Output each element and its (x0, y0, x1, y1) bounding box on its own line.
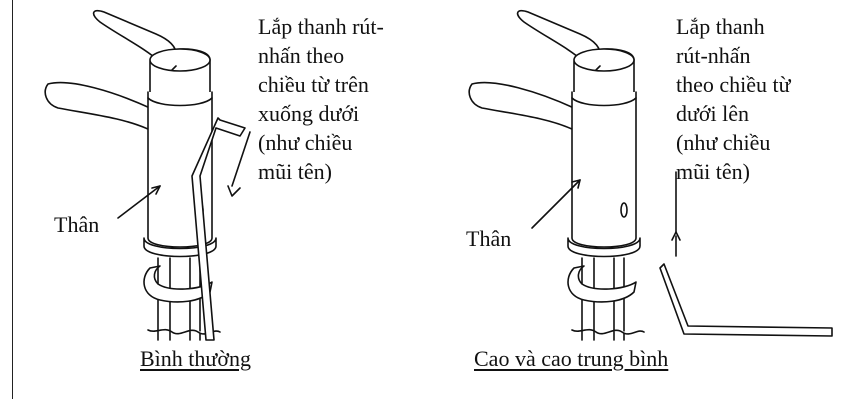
right-instruction-line: Lắp thanh (676, 14, 765, 39)
right-instruction-line: rút-nhấn (676, 43, 751, 68)
left-instruction: Lắp thanh rút- nhấn theo chiều từ trên x… (258, 12, 384, 186)
left-instruction-line: Lắp thanh rút- (258, 14, 384, 39)
right-instruction-line: mũi tên) (676, 159, 750, 184)
left-instruction-line: (như chiều (258, 130, 353, 155)
left-instruction-line: mũi tên) (258, 159, 332, 184)
left-caption: Bình thường (140, 346, 251, 371)
right-body-label: Thân (466, 226, 512, 251)
left-border-line (12, 0, 13, 399)
right-caption: Cao và cao trung bình (474, 346, 669, 371)
right-instruction-line: (như chiều (676, 130, 771, 155)
left-instruction-line: nhấn theo (258, 43, 345, 68)
right-instruction-line: theo chiều từ (676, 72, 791, 97)
left-body-label: Thân (54, 212, 100, 237)
left-instruction-line: xuống dưới (258, 101, 360, 126)
right-faucet-illustration (468, 9, 833, 341)
left-faucet-illustration (44, 9, 251, 341)
right-instruction-line: dưới lên (676, 101, 750, 126)
left-instruction-line: chiều từ trên (258, 72, 369, 97)
right-instruction: Lắp thanh rút-nhấn theo chiều từ dưới lê… (676, 12, 791, 186)
